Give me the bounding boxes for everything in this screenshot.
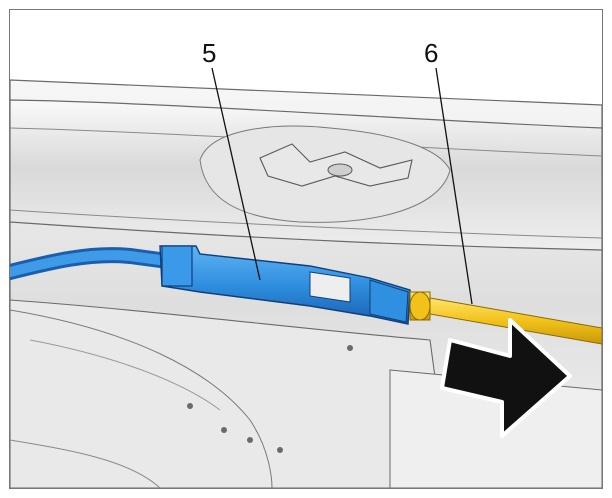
lower-curve <box>10 309 273 488</box>
lower-edge <box>10 439 161 488</box>
callout-6-label: 6 <box>424 38 438 68</box>
rod-6 <box>409 291 602 345</box>
bracket-hole <box>327 163 353 177</box>
callout-5-leader <box>211 67 261 281</box>
harness-cable-highlight <box>10 250 165 277</box>
hole <box>247 437 253 443</box>
hole <box>347 345 353 351</box>
diagram-frame: 5 6 <box>9 9 603 489</box>
callout-5-label: 5 <box>202 38 216 68</box>
lower-panel <box>10 299 451 488</box>
beam-lower-edge <box>10 209 602 239</box>
direction-arrow-icon <box>440 318 572 438</box>
connector-5 <box>159 245 411 325</box>
lower-curve-2 <box>29 339 221 411</box>
component-illustration: 5 6 <box>10 10 602 488</box>
hole <box>277 447 283 453</box>
hole <box>187 403 193 409</box>
callout-6-leader <box>435 67 473 305</box>
hole <box>221 427 227 433</box>
